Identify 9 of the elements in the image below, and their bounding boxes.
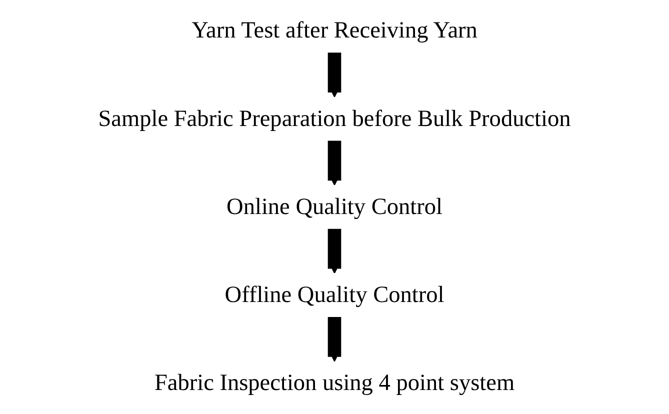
- arrow: [328, 228, 342, 274]
- arrow: [328, 140, 342, 186]
- arrow: [328, 317, 342, 362]
- node-text: Sample Fabric Preparation before Bulk Production: [98, 104, 571, 132]
- node-text: Fabric Inspection using 4 point system: [154, 369, 515, 396]
- node-text: Yarn Test after Receiving Yarn: [192, 16, 478, 44]
- node-text: Online Quality Control: [226, 192, 442, 220]
- node-text: Offline Quality Control: [224, 280, 444, 308]
- arrow: [328, 52, 342, 98]
